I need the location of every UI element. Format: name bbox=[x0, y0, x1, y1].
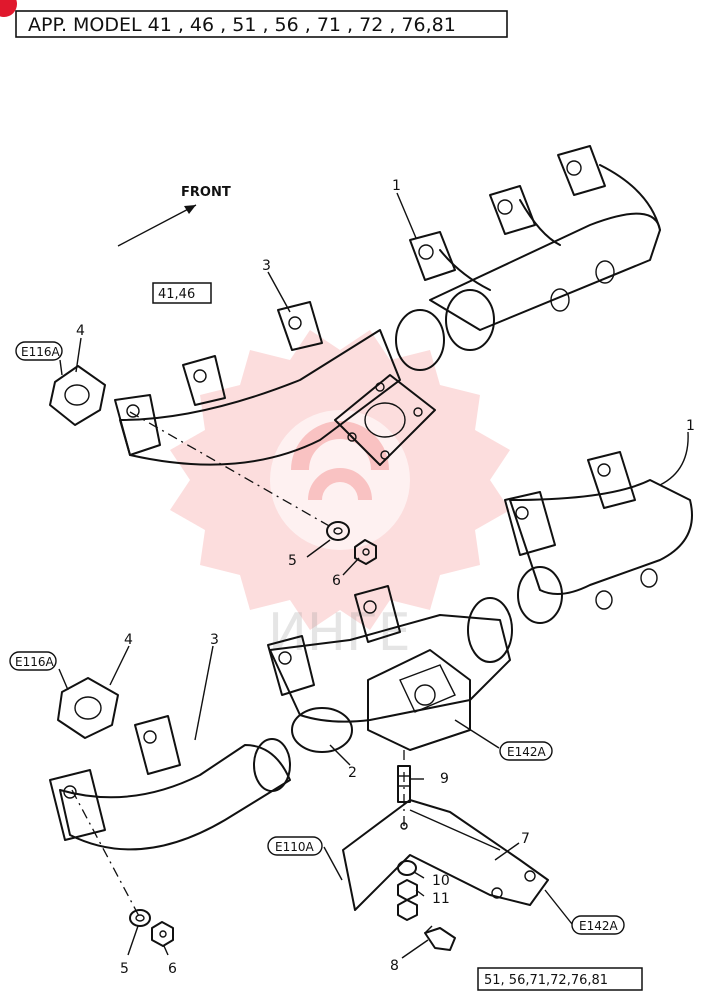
upper-rear-manifold bbox=[395, 145, 661, 371]
callout-3-lower: 3 bbox=[210, 632, 219, 648]
lower-rear-manifold bbox=[504, 451, 693, 624]
watermark-text: ИНГЕ bbox=[268, 603, 411, 663]
header-box bbox=[15, 10, 508, 38]
corner-badge-icon bbox=[0, 0, 17, 17]
bolt bbox=[424, 925, 456, 951]
lower-centerline bbox=[71, 789, 141, 919]
callout-10: 10 bbox=[432, 873, 450, 889]
callout-8: 8 bbox=[390, 958, 399, 974]
bracket-nut bbox=[397, 879, 418, 901]
callout-2: 2 bbox=[348, 765, 357, 781]
upper-washer bbox=[326, 521, 350, 541]
svg-text:E116A: E116A bbox=[15, 655, 54, 669]
callout-5-lower: 5 bbox=[120, 961, 129, 977]
front-label: FRONT bbox=[181, 185, 231, 200]
upper-front-manifold bbox=[114, 301, 436, 466]
bracket-lower-nut bbox=[397, 899, 418, 921]
callout-11: 11 bbox=[432, 891, 450, 907]
svg-text:E110A: E110A bbox=[275, 840, 314, 854]
ref-e142a-bottom: E142A bbox=[571, 915, 625, 935]
bracket bbox=[342, 799, 549, 911]
callout-1-upper: 1 bbox=[392, 178, 401, 194]
upper-gasket bbox=[49, 365, 106, 426]
callout-9: 9 bbox=[440, 771, 449, 787]
callout-6-upper: 6 bbox=[332, 573, 341, 589]
leader-lines bbox=[58, 192, 689, 959]
ref-e110a: E110A bbox=[267, 836, 323, 856]
callout-4-upper: 4 bbox=[76, 323, 85, 339]
group-lower-label: 51, 56,71,72,76,81 bbox=[484, 973, 608, 988]
group-lower-box bbox=[477, 967, 643, 991]
lower-gasket bbox=[57, 677, 119, 739]
svg-text:E142A: E142A bbox=[507, 745, 546, 759]
svg-text:E116A: E116A bbox=[21, 345, 60, 359]
callout-1-lower: 1 bbox=[686, 418, 695, 434]
lower-front-manifold bbox=[49, 715, 291, 851]
callout-4-lower: 4 bbox=[124, 632, 133, 648]
svg-text:E142A: E142A bbox=[579, 919, 618, 933]
svg-text:ИНГЕ: ИНГЕ bbox=[268, 603, 411, 663]
group-upper-label: 41,46 bbox=[158, 287, 195, 302]
upper-centerline bbox=[129, 411, 339, 532]
header-title: APP. MODEL 41 , 46 , 51 , 56 , 71 , 72 ,… bbox=[28, 14, 456, 36]
watermark-gear-icon bbox=[170, 330, 510, 630]
callout-3-upper: 3 bbox=[262, 258, 271, 274]
callout-5-upper: 5 bbox=[288, 553, 297, 569]
ref-e116a-upper: E116A bbox=[15, 341, 63, 361]
ref-e142a-top: E142A bbox=[499, 741, 553, 761]
lower-washer bbox=[129, 909, 151, 927]
upper-nut bbox=[354, 539, 377, 565]
lower-nut bbox=[151, 921, 174, 947]
callout-6-lower: 6 bbox=[168, 961, 177, 977]
ref-e116a-lower: E116A bbox=[9, 651, 57, 671]
front-arrow-icon bbox=[117, 204, 197, 247]
group-upper-box bbox=[152, 282, 212, 304]
callout-7: 7 bbox=[521, 831, 530, 847]
bracket-washer bbox=[397, 860, 417, 876]
